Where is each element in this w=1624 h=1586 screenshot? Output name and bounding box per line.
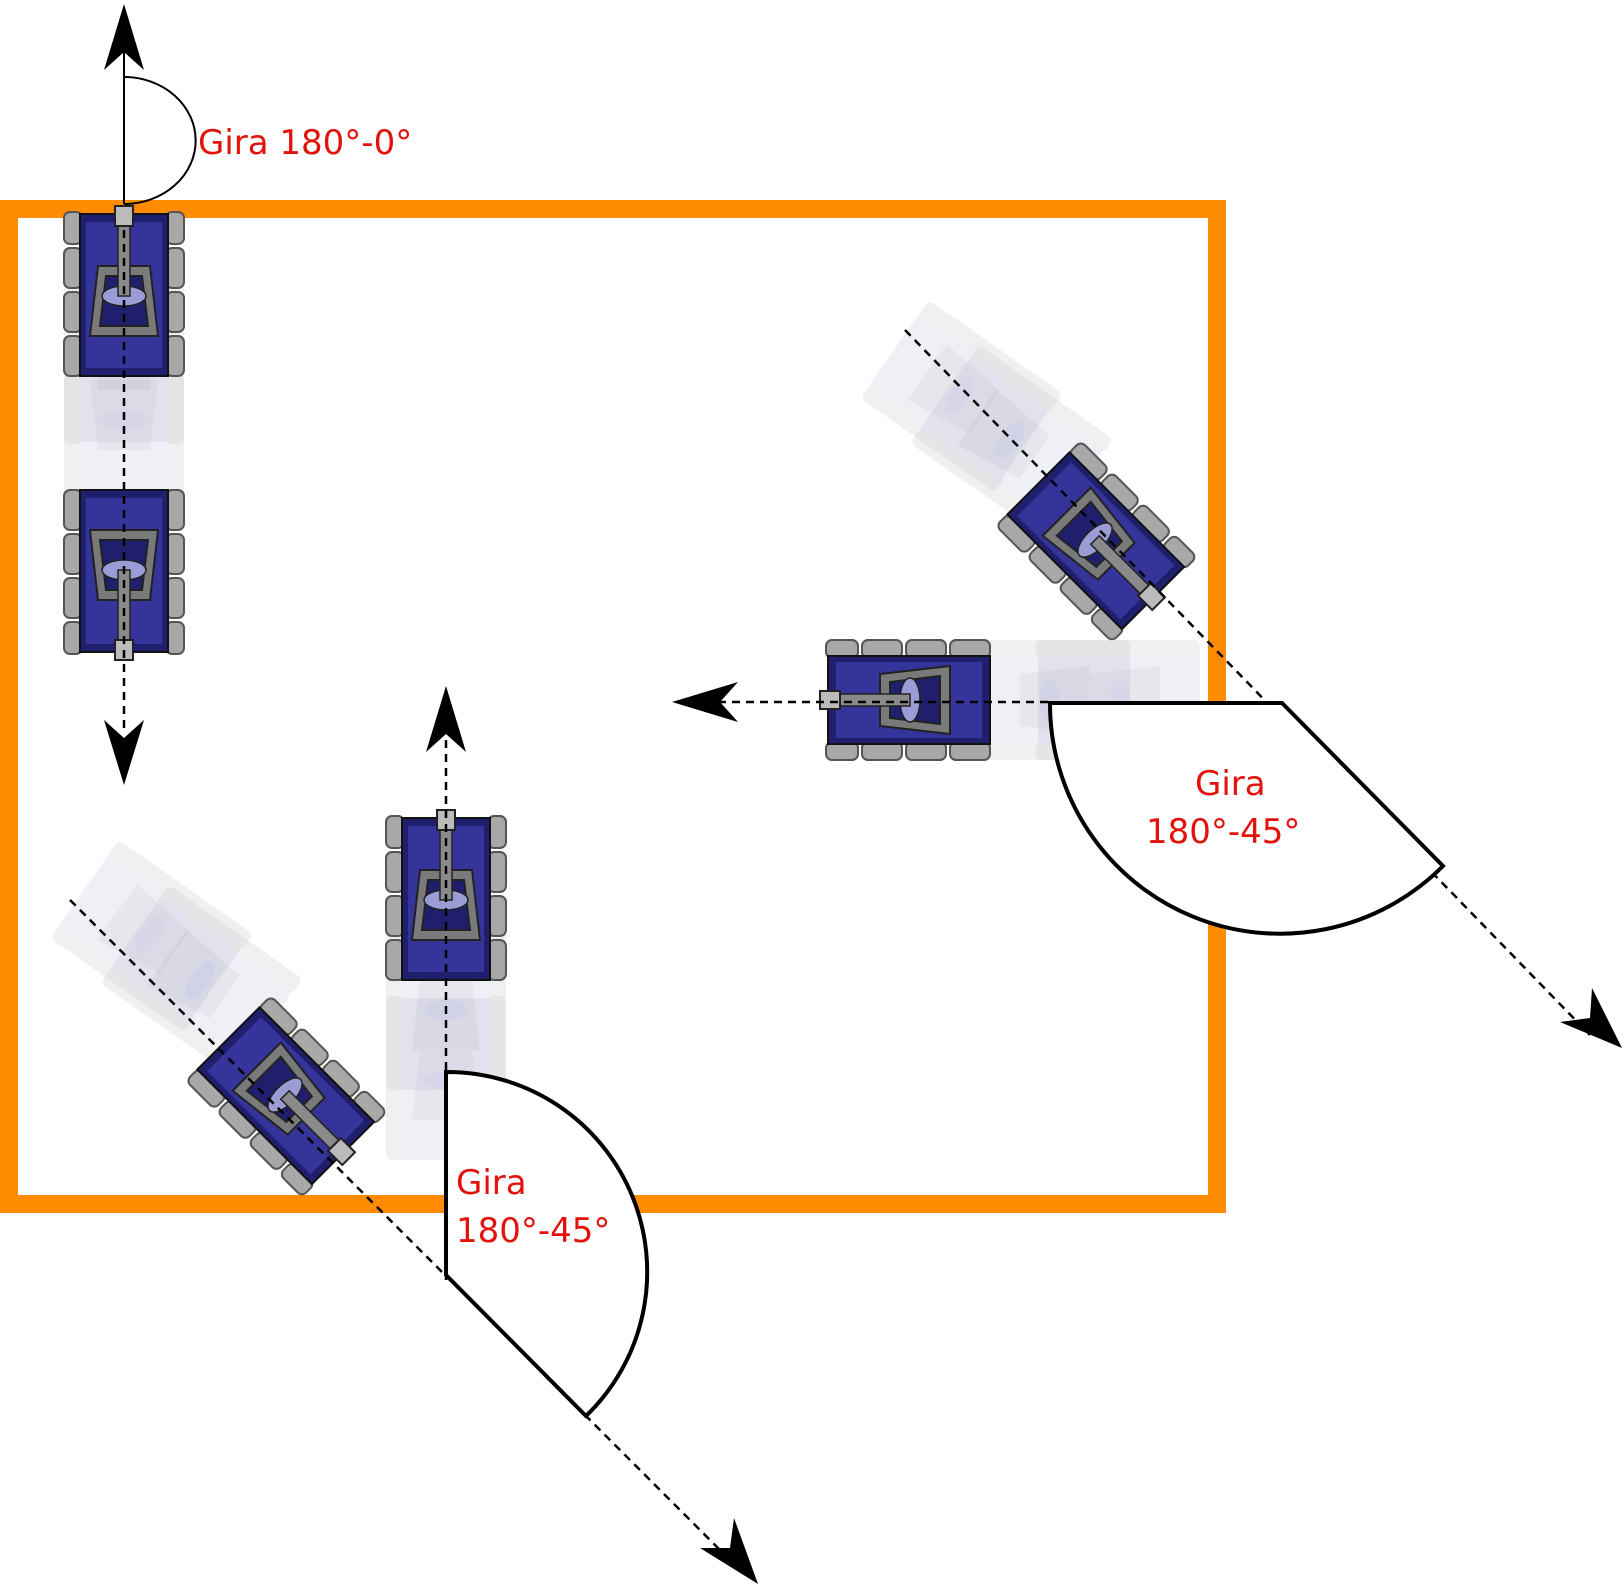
tank-group-bottom: Gira 180°-45° xyxy=(50,686,758,1584)
turn-label-bottom-line1: Gira xyxy=(456,1163,527,1203)
arrowhead-icon xyxy=(700,1518,758,1584)
turn-label-right-line2: 180°-45° xyxy=(1146,812,1300,852)
tank-icon xyxy=(819,639,991,761)
arrowhead-icon xyxy=(672,682,738,722)
arrowhead-icon xyxy=(104,720,144,785)
turn-label-top: Gira 180°-0° xyxy=(198,123,412,163)
turn-label-right-line1: Gira xyxy=(1195,764,1266,804)
tank-group-top-left: Gira 180°-0° xyxy=(63,4,412,785)
turn-label-bottom-line2: 180°-45° xyxy=(456,1211,610,1251)
turn-sector-right xyxy=(1047,701,1446,936)
turn-sector-bottom xyxy=(444,1069,650,1419)
arrowhead-icon xyxy=(1560,988,1622,1048)
turn-arc-top xyxy=(123,76,197,205)
tank-group-right: Gira 180°-45° xyxy=(672,299,1622,1048)
arrowhead-icon xyxy=(104,4,144,70)
arrowhead-icon xyxy=(426,686,466,752)
